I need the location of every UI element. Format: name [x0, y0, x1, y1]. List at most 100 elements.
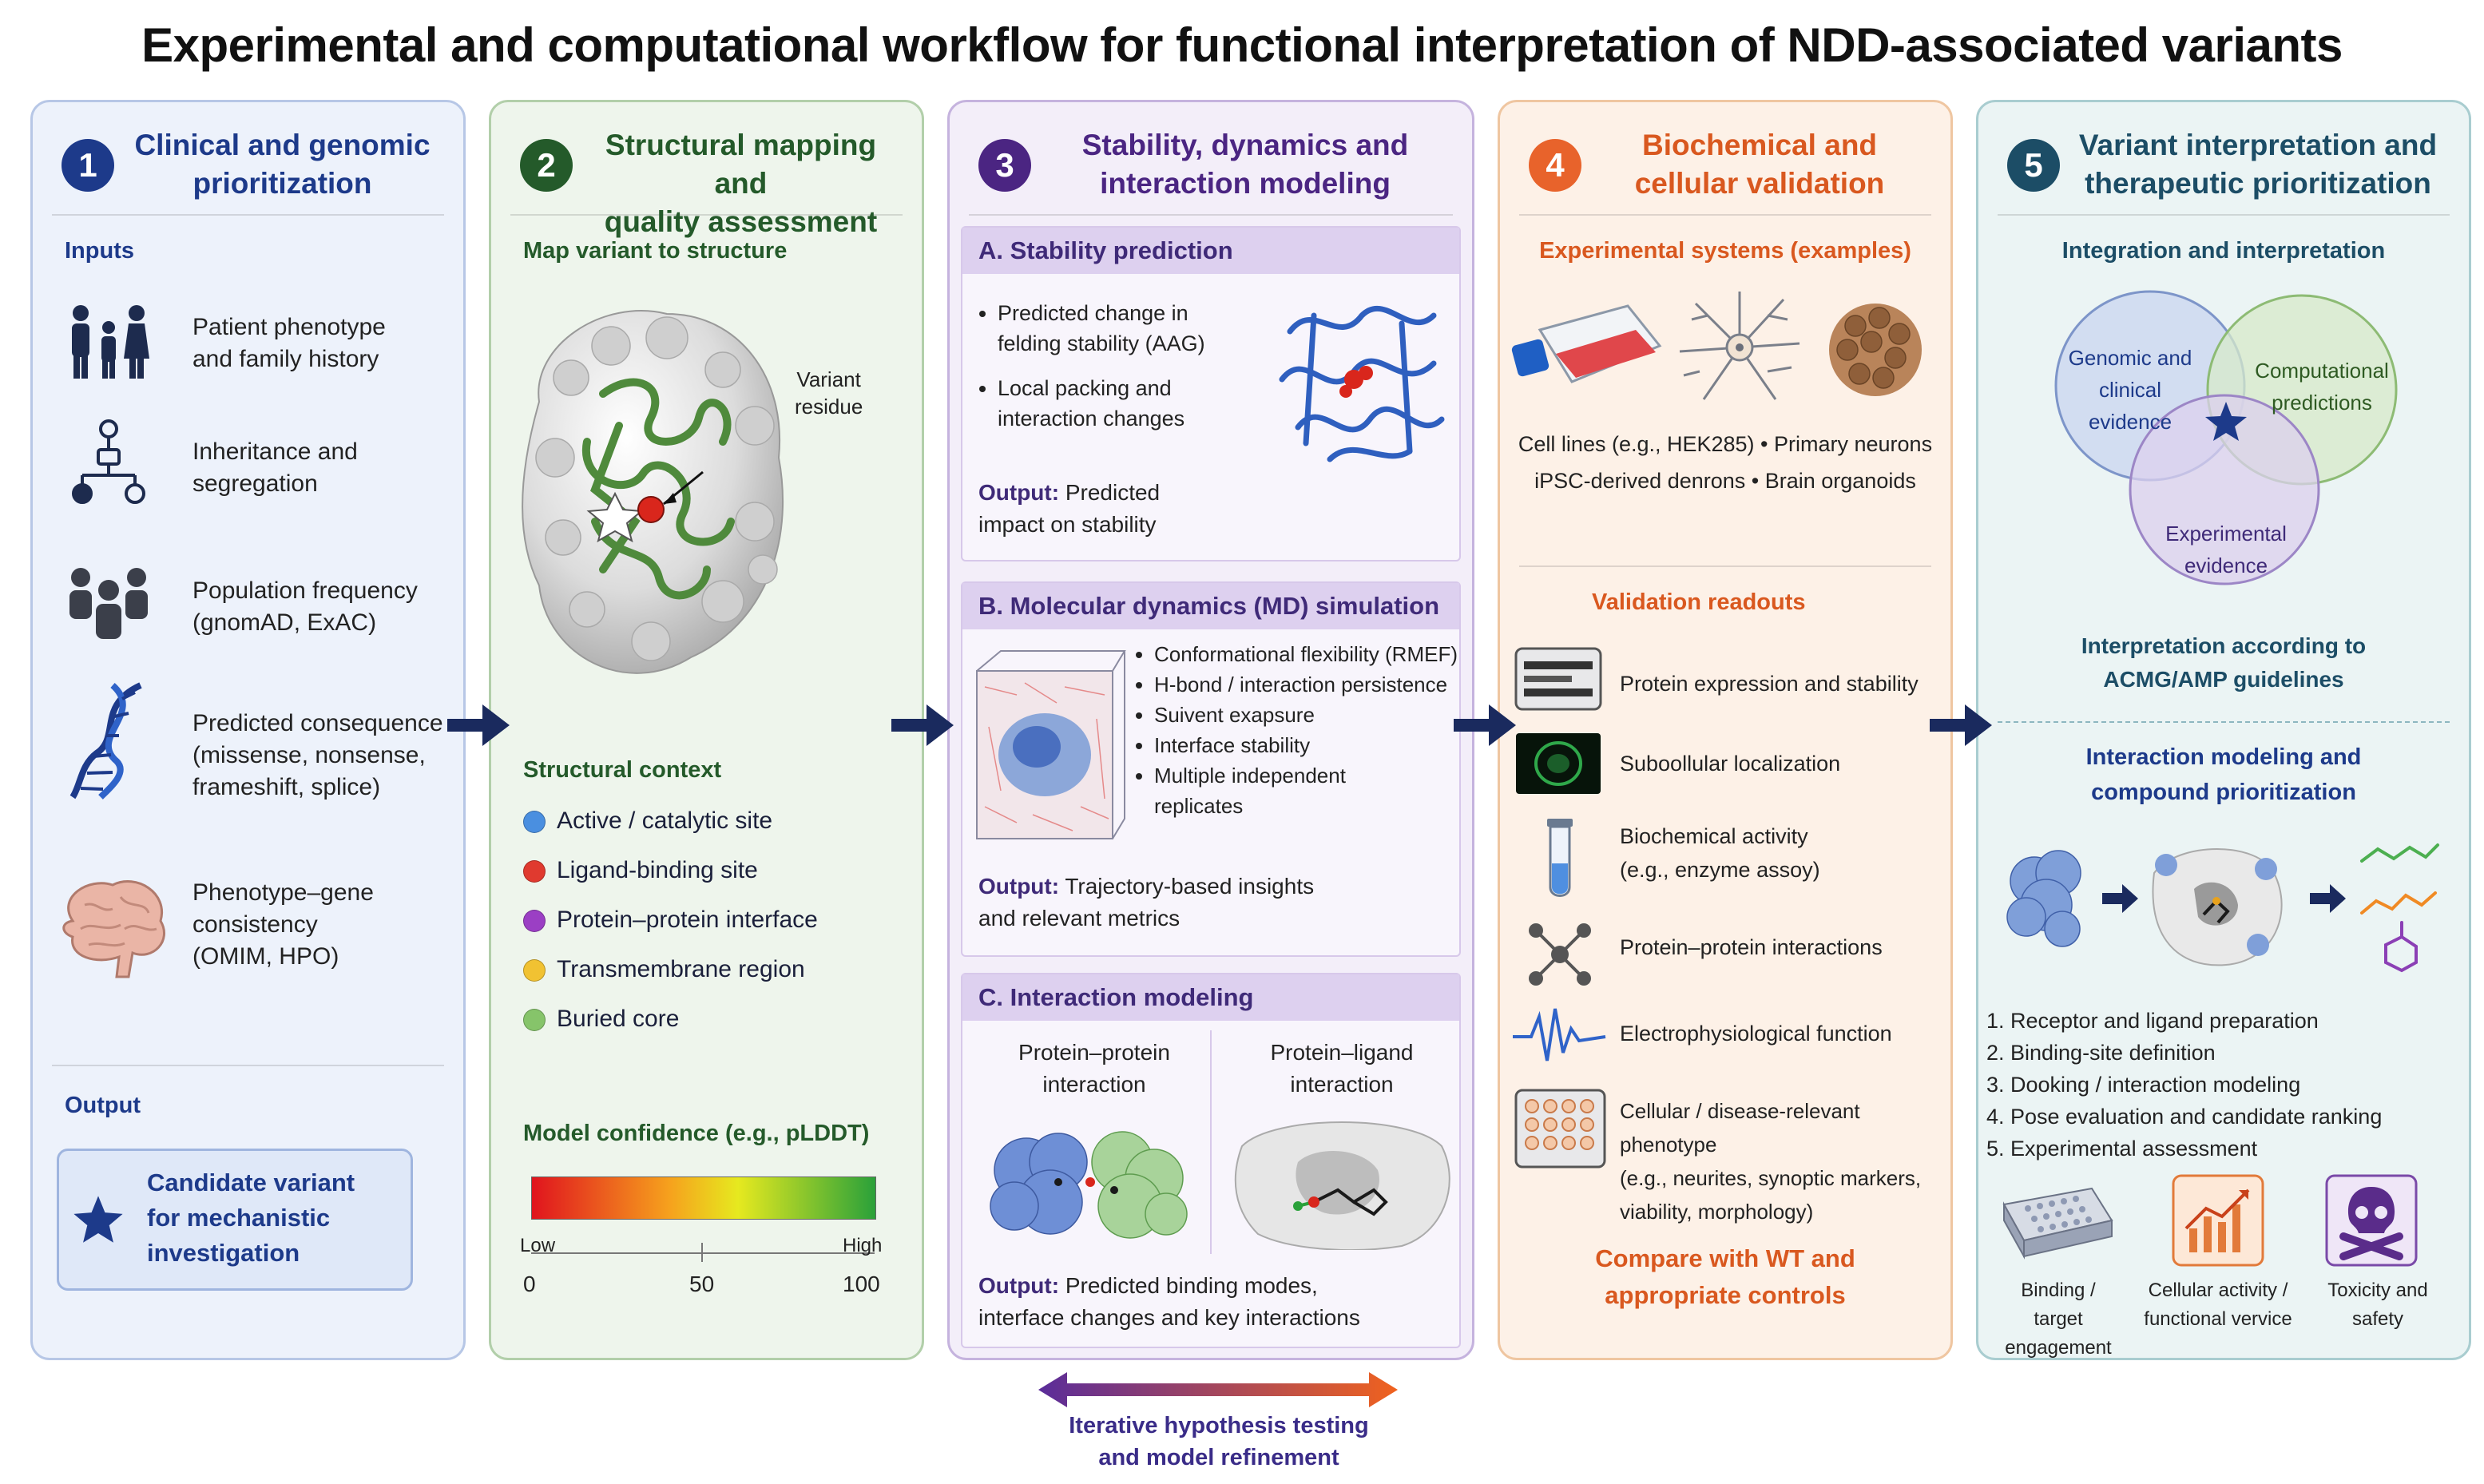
- acmg-text: Interpretation according to: [2081, 633, 2367, 658]
- divider: [1519, 565, 1931, 567]
- readout-item: Protein expression and stability: [1620, 672, 1919, 696]
- modeling-label: Interaction modeling and compound priori…: [1978, 740, 2469, 810]
- evidence-venn-diagram: [2054, 290, 2398, 585]
- population-icon: [69, 568, 148, 639]
- systems-text: iPSC-derived denrons • Brain organoids: [1534, 469, 1916, 493]
- output-label: Output:: [978, 874, 1060, 899]
- tick-label: 0: [523, 1272, 536, 1296]
- md-simulation-box-image: [976, 650, 1126, 839]
- readout-text: viability, morphology): [1620, 1200, 1814, 1224]
- output-text: impact on stability: [978, 512, 1157, 537]
- pli-label-text: Protein–ligand: [1270, 1040, 1414, 1065]
- compare-text: Compare with WT and: [1595, 1244, 1855, 1272]
- legend-label: Buried core: [557, 1006, 680, 1032]
- readout-item: Biochemical activity (e.g., enzyme assoy…: [1620, 819, 1820, 887]
- flow-arrow-1-2: [447, 704, 510, 746]
- variant-residue-text: Variant: [796, 367, 861, 391]
- input-item-text: Phenotype–gene: [192, 879, 374, 906]
- bottom-text: Toxicity and: [2327, 1280, 2428, 1301]
- readout-text: Cellular / disease-relevant phenotype: [1620, 1099, 1860, 1157]
- divider: [1210, 1030, 1212, 1254]
- flow-arrow-3-4: [1454, 704, 1516, 746]
- map-variant-label: Map variant to structure: [523, 238, 788, 264]
- bullet-item: replicates: [1154, 794, 1244, 818]
- bullet-item: Interface stability: [1154, 730, 1506, 760]
- panel-title-line: cellular validation: [1634, 167, 1885, 200]
- systems-description: Cell lines (e.g., HEK285) • Primary neur…: [1500, 426, 1950, 499]
- pli-label: Protein–ligand interaction: [1218, 1037, 1466, 1101]
- legend-label: Transmembrane region: [557, 956, 805, 982]
- panel-title-line: interaction modeling: [1100, 167, 1391, 200]
- venn-genomic-label: Genomic and clinical evidence: [2050, 342, 2210, 438]
- network-icon: [1529, 923, 1591, 986]
- panel-header: 5 Variant interpretation and therapeutic…: [1998, 118, 2450, 216]
- venn-text: predictions: [2272, 391, 2372, 415]
- venn-text: Experimental: [2165, 522, 2287, 546]
- step-item: Pose evaluation and candidate ranking: [2010, 1101, 2484, 1133]
- skull-icon: [2325, 1174, 2418, 1267]
- panel-clinical-genomic: 1 Clinical and genomic prioritization In…: [30, 100, 466, 1360]
- candidate-variant-box: Candidate variant for mechanistic invest…: [57, 1149, 413, 1291]
- candidate-variant-text: Candidate variant for mechanistic invest…: [147, 1165, 355, 1271]
- ppi-label-text: interaction: [1042, 1072, 1146, 1097]
- legend-label: Active / catalytic site: [557, 807, 773, 834]
- panel-title: Biochemical and cellular validation: [1588, 126, 1931, 203]
- arrow-icon: [2310, 884, 2346, 913]
- flow-arrow-4-5: [1930, 704, 1992, 746]
- tick-label: 100: [843, 1272, 880, 1296]
- output-label: Output:: [978, 1273, 1060, 1298]
- panel-title: Clinical and genomic prioritization: [121, 126, 444, 203]
- iterative-label-text: and model refinement: [1098, 1445, 1339, 1470]
- bullet-text: interaction changes: [998, 407, 1185, 431]
- output-label: Output: [65, 1093, 141, 1118]
- input-item-text: frameshift, splice): [192, 774, 381, 800]
- star-icon: [73, 1196, 123, 1243]
- bullet-text: Local packing and: [998, 376, 1172, 400]
- family-icon: [72, 305, 149, 379]
- output-text: investigation: [147, 1239, 300, 1267]
- output-text: Trajectory-based insights: [1065, 874, 1315, 899]
- interaction-output: Output: Predicted binding modes, interfa…: [978, 1270, 1360, 1334]
- protein-ligand-image: [1234, 1121, 1450, 1250]
- panel-title-line: quality assessment: [604, 205, 878, 238]
- panel-title: Stability, dynamics and interaction mode…: [1038, 126, 1453, 203]
- iterative-double-arrow: [1038, 1372, 1398, 1407]
- bullet-item: Multiple independent: [1154, 760, 1506, 791]
- divider: [52, 1065, 444, 1066]
- legend-dot: [523, 1009, 546, 1031]
- step-number: 3: [978, 139, 1031, 192]
- input-item: Population frequency (gnomAD, ExAC): [192, 575, 418, 639]
- section-stability-prediction: A. Stability prediction Predicted change…: [961, 226, 1461, 561]
- bullet-item: Suivent exapsure: [1154, 700, 1506, 730]
- output-text: for mechanistic: [147, 1204, 331, 1232]
- input-item-text: segregation: [192, 470, 318, 497]
- venn-experimental-label: Experimental evidence: [2146, 518, 2306, 581]
- compare-text: appropriate controls: [1605, 1281, 1846, 1309]
- protein-protein-image: [990, 1131, 1188, 1239]
- bottom-text: functional vervice: [2144, 1308, 2292, 1330]
- panel-title-line: Stability, dynamics and: [1081, 129, 1409, 161]
- input-item-text: Patient phenotype: [192, 314, 386, 340]
- bottom-text: safety: [2351, 1308, 2404, 1330]
- waveform-icon: [1513, 1008, 1606, 1061]
- panel-title: Structural mapping and quality assessmen…: [579, 126, 903, 241]
- panel-title-line: Structural mapping and: [605, 129, 877, 200]
- input-item: Patient phenotype and family history: [192, 311, 386, 375]
- bottom-text: target engagement: [2005, 1308, 2112, 1359]
- acmg-label: Interpretation according to ACMG/AMP gui…: [1978, 629, 2469, 696]
- structural-context-label: Structural context: [523, 757, 722, 783]
- protein-ribbon-image: [1279, 305, 1445, 462]
- venn-text: evidence: [2184, 554, 2268, 577]
- compare-controls-label: Compare with WT and appropriate controls: [1500, 1240, 1950, 1314]
- readouts-label: Validation readouts: [1592, 589, 1806, 615]
- test-tube-icon: [1547, 819, 1573, 897]
- input-item-text: (missense, nonsense,: [192, 742, 426, 768]
- md-bullets: Conformational flexibility (RMEF)H-bond …: [1130, 639, 1506, 821]
- chart-icon: [2172, 1174, 2264, 1267]
- md-output: Output: Trajectory-based insights and re…: [978, 871, 1314, 934]
- output-text: Predicted: [1065, 480, 1161, 505]
- output-text: Predicted binding modes,: [1065, 1273, 1318, 1298]
- panel-header: 3 Stability, dynamics and interaction mo…: [969, 118, 1453, 216]
- venn-text: evidence: [2088, 410, 2173, 434]
